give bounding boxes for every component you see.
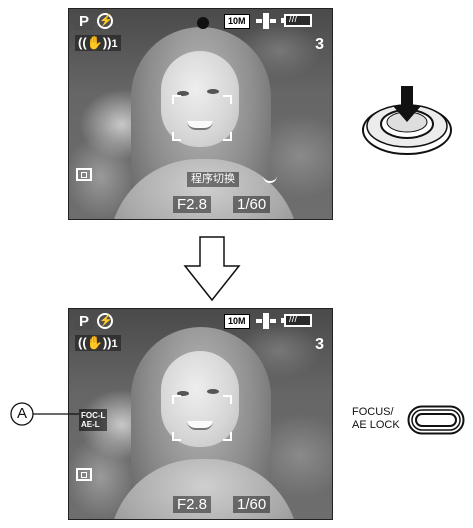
- remaining-pictures-count: 3: [315, 337, 324, 353]
- focus-ae-lock-indicator: FOC-L AE-L: [79, 409, 107, 431]
- optical-image-stabilizer-indicator: ((✋))1: [75, 335, 121, 351]
- camera-lcd-screen-after: P ⚡ 10M ((✋))1 3 FOC-L AE-L F2.8 1/60: [68, 308, 333, 520]
- focus-ae-lock-button-label: FOCUS/ AE LOCK: [352, 406, 400, 432]
- subject-eye: [207, 389, 219, 394]
- focus-indicator-icon: [197, 17, 209, 29]
- stabilizer-symbol: ((✋)): [78, 35, 112, 50]
- quality-icon: [256, 13, 276, 29]
- shutter-speed-value: 1/60: [233, 196, 270, 213]
- aperture-value: F2.8: [173, 196, 211, 213]
- optical-image-stabilizer-indicator: ((✋))1: [75, 35, 121, 51]
- remaining-pictures-count: 3: [315, 37, 324, 53]
- recording-mode-indicator: P: [75, 13, 93, 30]
- stabilizer-mode: 1: [112, 38, 118, 50]
- stabilizer-symbol: ((✋)): [78, 335, 112, 350]
- shutter-speed-value: 1/60: [233, 496, 270, 513]
- flash-off-icon: ⚡: [97, 313, 113, 329]
- callout-label-a: A: [11, 403, 33, 425]
- subject-eye: [207, 89, 219, 94]
- ae-lock-line2: AE-L: [81, 420, 105, 429]
- camera-lcd-screen-before: P ⚡ 10M ((✋))1 3 程序切换 F2.8 1/60: [68, 8, 333, 220]
- shutter-button-pressed-illustration: [357, 86, 457, 158]
- aperture-value: F2.8: [173, 496, 211, 513]
- button-label-line1: FOCUS/: [352, 406, 400, 419]
- button-label-line2: AE LOCK: [352, 419, 400, 432]
- ae-lock-line1: FOC-L: [81, 411, 105, 420]
- quality-icon: [256, 313, 276, 329]
- recording-mode-indicator: P: [75, 313, 93, 330]
- focus-ae-lock-button-icon: [407, 405, 465, 435]
- metering-mode-icon: [76, 468, 92, 481]
- down-arrow-icon: [183, 236, 241, 302]
- af-area-frame: [172, 95, 232, 141]
- mode-change-text: 程序切换: [187, 172, 239, 187]
- flash-off-icon: ⚡: [97, 13, 113, 29]
- picture-size-indicator: 10M: [224, 14, 250, 29]
- metering-mode-icon: [76, 168, 92, 181]
- battery-icon: [284, 314, 312, 327]
- stabilizer-mode: 1: [112, 338, 118, 350]
- af-area-frame: [172, 395, 232, 441]
- picture-size-indicator: 10M: [224, 314, 250, 329]
- battery-icon: [284, 14, 312, 27]
